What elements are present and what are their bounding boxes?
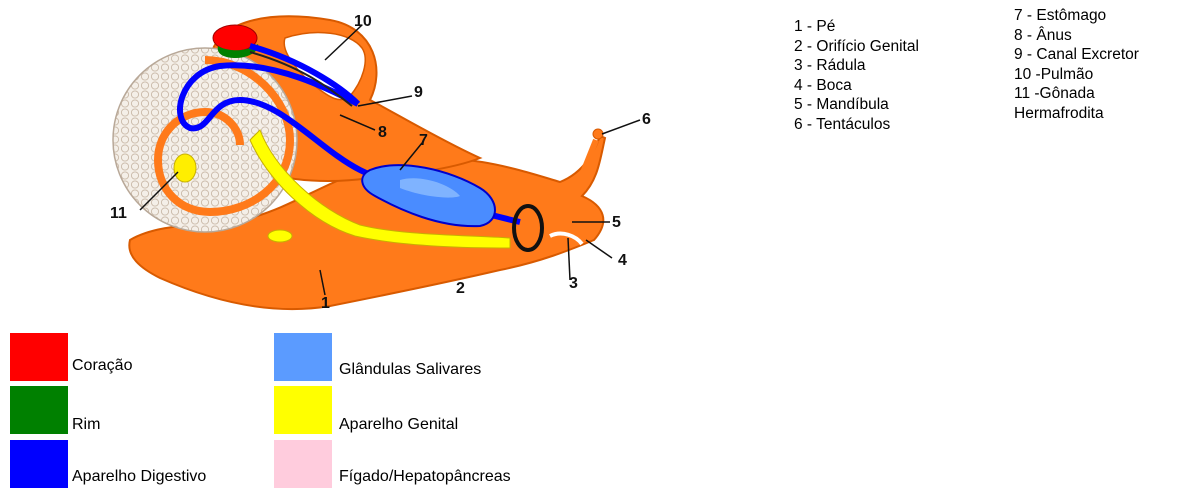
part-item: 10 -Pulmão [1014, 65, 1139, 85]
callout-5: 5 [612, 214, 621, 231]
part-item: 8 - Ânus [1014, 26, 1139, 46]
callout-2: 2 [456, 280, 465, 297]
snail-anatomy-diagram: 1 2 3 4 5 6 7 8 9 10 11 [100, 0, 660, 320]
shell-coil [113, 48, 297, 232]
part-item: 4 - Boca [794, 76, 919, 96]
part-item: 7 - Estômago [1014, 6, 1139, 26]
callout-11: 11 [110, 205, 127, 222]
legend-swatch-genital [274, 386, 332, 434]
callout-8: 8 [378, 124, 387, 141]
legend-label-kidney: Rim [72, 416, 100, 434]
callout-3: 3 [569, 275, 578, 292]
part-item: Hermafrodita [1014, 104, 1139, 124]
legend-swatch-heart [10, 333, 68, 381]
callout-6: 6 [642, 111, 651, 128]
part-item: 5 - Mandíbula [794, 95, 919, 115]
callout-7: 7 [419, 132, 428, 149]
legend-label-genital: Aparelho Genital [339, 416, 458, 434]
parts-list-column-2: 7 - Estômago 8 - Ânus 9 - Canal Excretor… [1014, 6, 1139, 123]
legend-label-salivary: Glândulas Salivares [339, 361, 481, 379]
callout-10: 10 [354, 13, 372, 30]
legend-swatch-liver [274, 440, 332, 488]
part-item: 11 -Gônada [1014, 84, 1139, 104]
part-item: 3 - Rádula [794, 56, 919, 76]
part-item: 9 - Canal Excretor [1014, 45, 1139, 65]
part-item: 6 - Tentáculos [794, 115, 919, 135]
tentacle-eye [593, 129, 603, 139]
part-item: 1 - Pé [794, 17, 919, 37]
albumen-gland [268, 230, 292, 242]
legend-swatch-salivary [274, 333, 332, 381]
callout-9: 9 [414, 84, 423, 101]
legend-swatch-kidney [10, 386, 68, 434]
callout-4: 4 [618, 252, 627, 269]
gonad [174, 154, 196, 182]
callout-1: 1 [321, 295, 330, 312]
legend-label-digestive: Aparelho Digestivo [72, 468, 206, 486]
legend-label-liver: Fígado/Hepatopâncreas [339, 468, 511, 486]
legend-swatch-digestive [10, 440, 68, 488]
parts-list-column-1: 1 - Pé 2 - Orifício Genital 3 - Rádula 4… [794, 17, 919, 134]
part-item: 2 - Orifício Genital [794, 37, 919, 57]
legend-label-heart: Coração [72, 357, 132, 375]
